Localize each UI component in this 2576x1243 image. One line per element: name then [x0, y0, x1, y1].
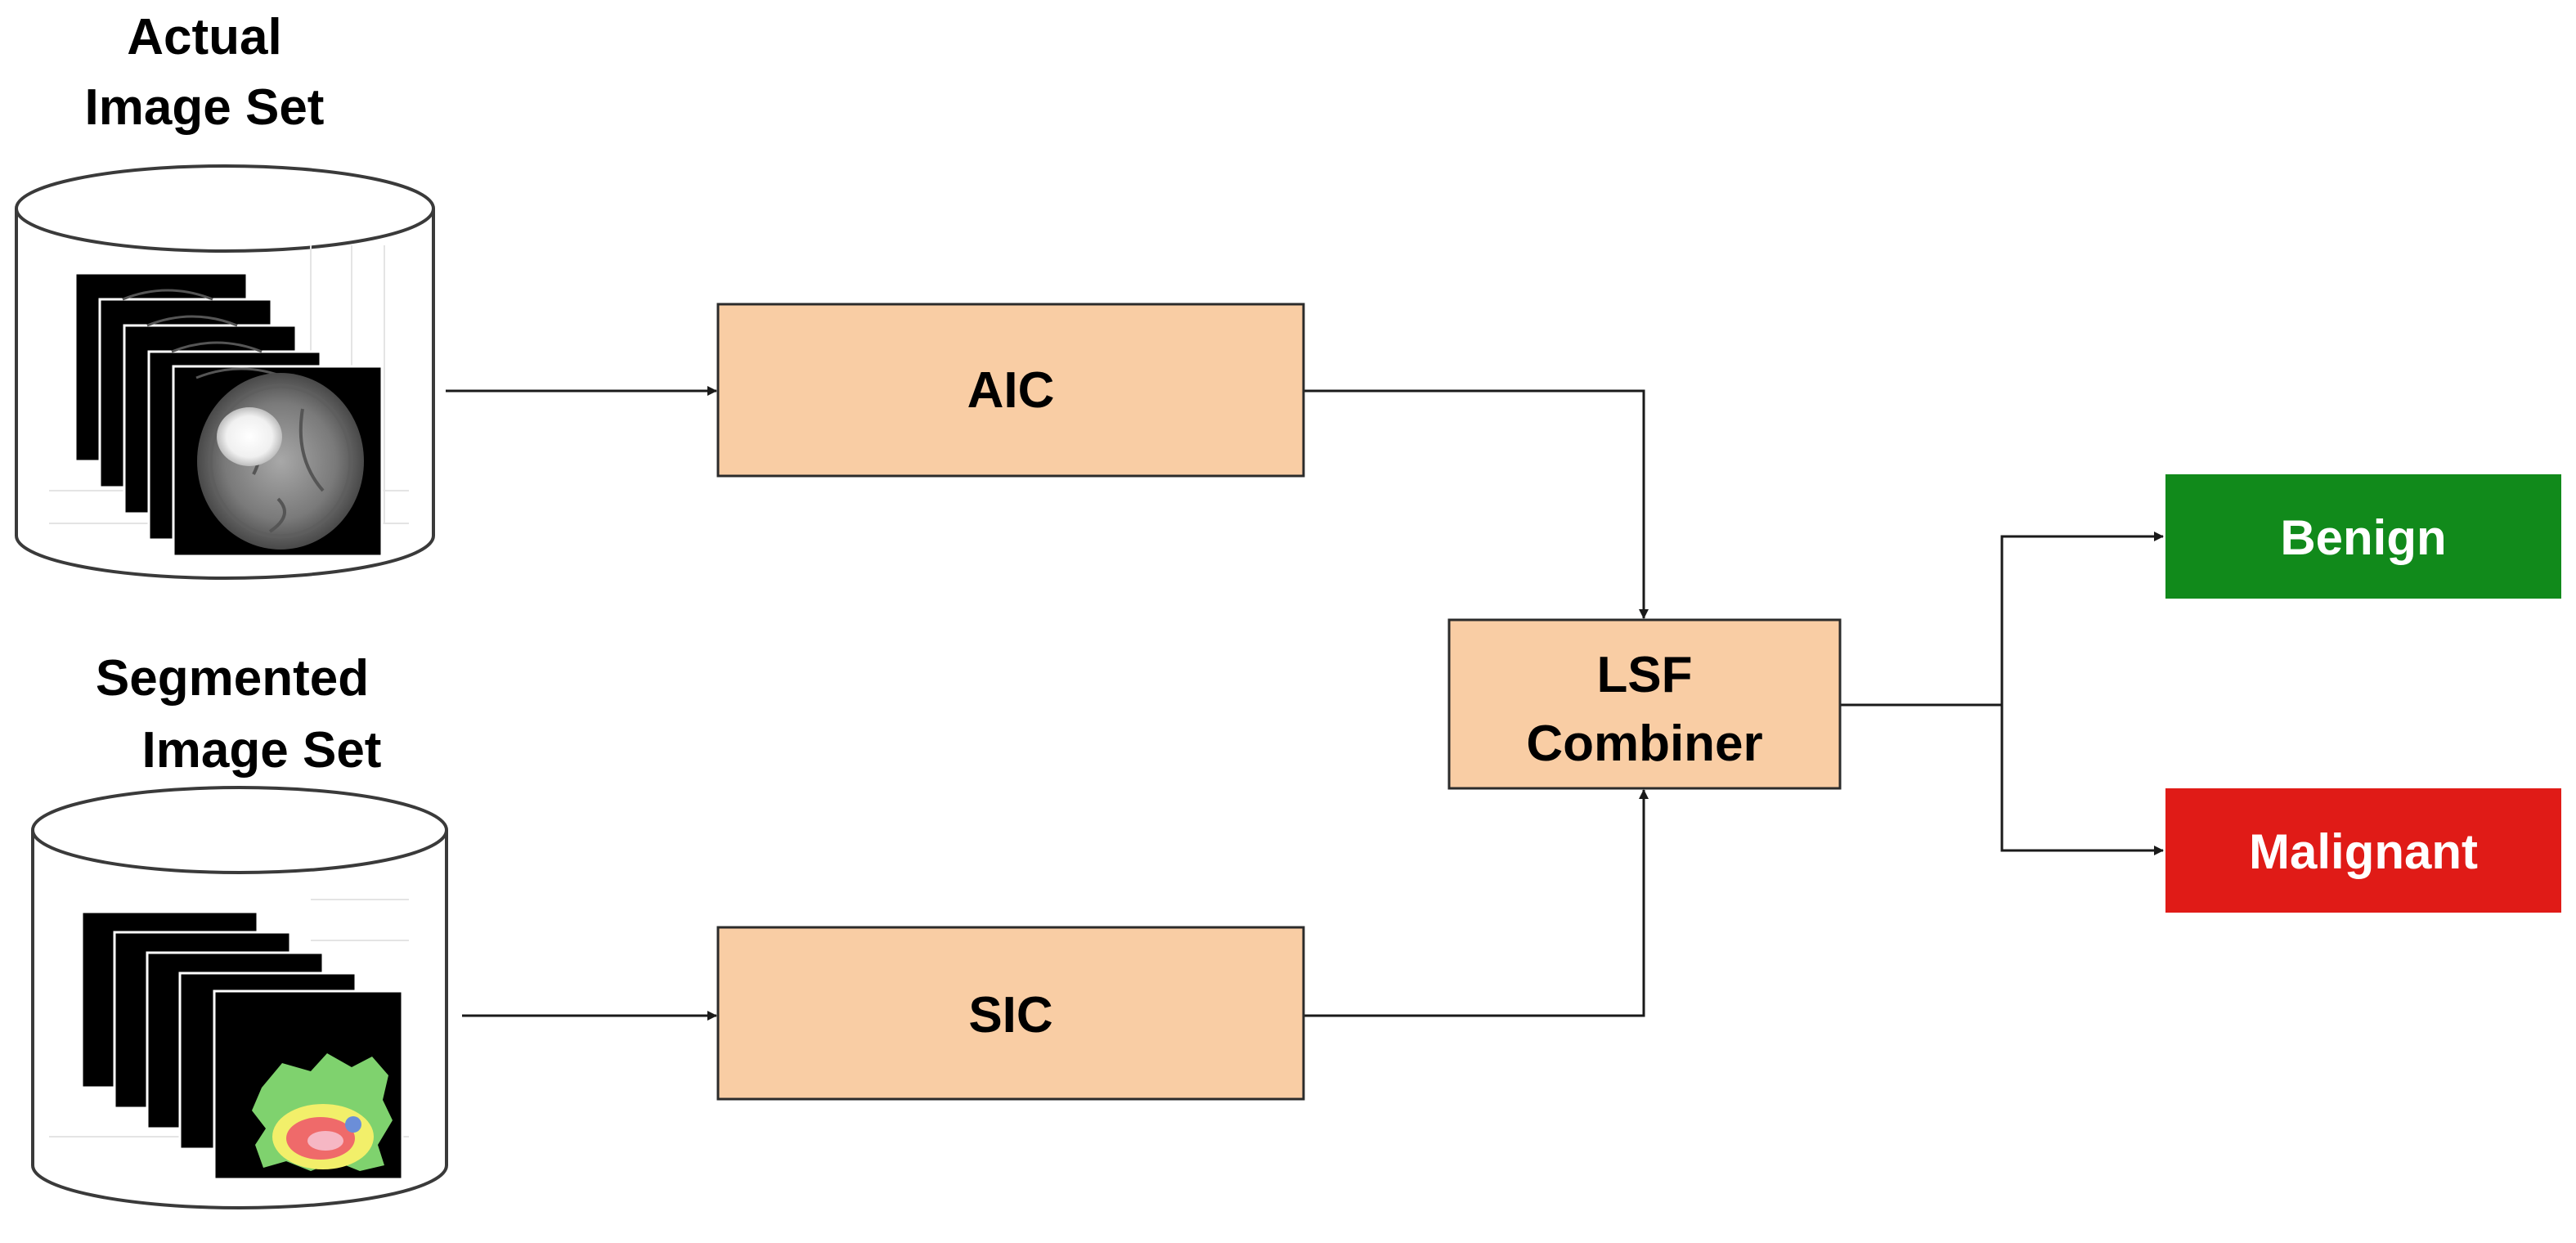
sic-label: SIC	[968, 987, 1052, 1043]
benign-label: Benign	[2280, 510, 2446, 565]
benign-output: Benign	[2165, 474, 2561, 599]
segmented-slice-stack	[80, 910, 404, 1181]
combiner-label-line1: LSF	[1596, 647, 1692, 703]
segmentation-mask-image	[252, 1053, 393, 1171]
segmented-set-title-line1: Segmented	[96, 650, 369, 707]
arrow-sic-to-combiner	[1304, 789, 1649, 1017]
sic-block: SIC	[716, 926, 1305, 1101]
brain-mri-image	[197, 373, 364, 550]
malignant-label: Malignant	[2249, 824, 2478, 879]
connectors	[446, 386, 2164, 1021]
mri-slice-stack	[74, 271, 384, 558]
aic-block: AIC	[716, 303, 1305, 478]
aic-label: AIC	[967, 362, 1055, 419]
tumor-region	[217, 407, 282, 466]
malignant-output: Malignant	[2165, 788, 2561, 913]
segmented-set-title-line2: Image Set	[142, 722, 382, 779]
segmented-image-database	[31, 786, 448, 1209]
combiner-label-line2: Combiner	[1526, 716, 1762, 772]
arrow-to-malignant	[2000, 705, 2164, 855]
lsf-combiner-block: LSF Combiner	[1447, 618, 1842, 790]
arrow-to-benign	[2000, 532, 2164, 705]
actual-set-title-line2: Image Set	[85, 79, 325, 136]
actual-image-database	[15, 164, 435, 580]
arrow-aic-to-combiner	[1304, 389, 1649, 619]
actual-set-title-line1: Actual	[127, 9, 281, 65]
